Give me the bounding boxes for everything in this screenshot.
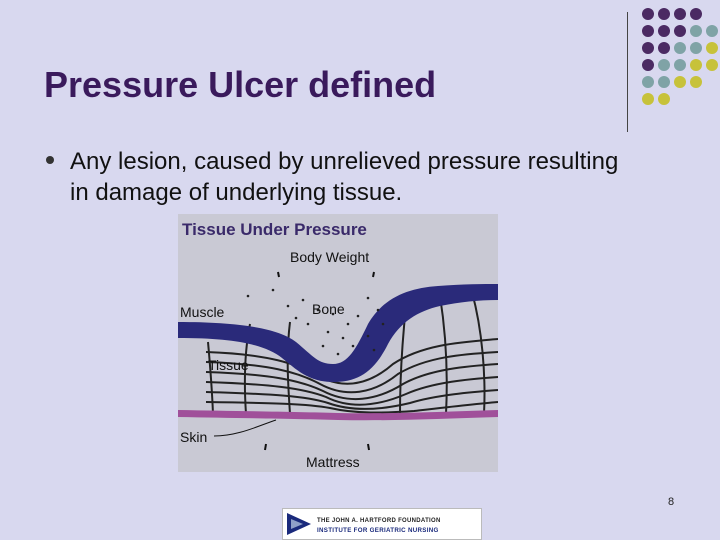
bullet-text: Any lesion, caused by unrelieved pressur… (70, 148, 619, 206)
deco-dot (642, 8, 654, 20)
hartford-foundation-logo: THE JOHN A. HARTFORD FOUNDATION INSTITUT… (282, 508, 482, 540)
label-mattress: Mattress (306, 454, 360, 470)
deco-dot (658, 93, 670, 105)
logo-line-1: THE JOHN A. HARTFORD FOUNDATION (317, 518, 441, 524)
deco-dot (658, 42, 670, 54)
deco-dot (642, 76, 654, 88)
tissue-under-pressure-figure: Tissue Under Pressure (178, 214, 498, 472)
label-skin: Skin (180, 429, 207, 445)
deco-dot (642, 25, 654, 37)
page-number: 8 (668, 496, 675, 508)
label-bone: Bone (312, 301, 345, 317)
deco-dot (642, 93, 654, 105)
bullet-dot-icon (46, 156, 54, 164)
deco-dot (658, 59, 670, 71)
skin-band (178, 410, 498, 421)
title-divider (627, 12, 628, 132)
deco-dot (690, 59, 702, 71)
tick-marks (264, 271, 375, 451)
deco-dot (690, 42, 702, 54)
deco-dot (690, 8, 702, 20)
deco-dot (642, 42, 654, 54)
deco-dot (658, 8, 670, 20)
deco-dot (658, 76, 670, 88)
deco-dot (674, 25, 686, 37)
deco-dot (674, 59, 686, 71)
logo-mark-icon (285, 511, 313, 537)
decorative-dot-grid (636, 8, 720, 108)
deco-dot (674, 42, 686, 54)
bone-speckles (246, 288, 385, 356)
logo-line-2: INSTITUTE FOR GERIATRIC NURSING (317, 527, 439, 534)
figure-title: Tissue Under Pressure (182, 220, 367, 239)
deco-dot (674, 76, 686, 88)
deco-dot (690, 25, 702, 37)
muscle-band (178, 284, 498, 382)
deco-dot (658, 25, 670, 37)
deco-dot (706, 25, 718, 37)
label-muscle: Muscle (180, 304, 225, 320)
deco-dot (706, 59, 718, 71)
bullet-item: Any lesion, caused by unrelieved pressur… (44, 146, 634, 208)
tissue-diagram: Tissue Under Pressure (178, 220, 498, 470)
tissue-vertical-lines (207, 291, 486, 415)
deco-dot (706, 42, 718, 54)
label-body-weight: Body Weight (290, 249, 369, 265)
slide-title: Pressure Ulcer defined (44, 64, 437, 105)
deco-dot (690, 76, 702, 88)
deco-dot (642, 59, 654, 71)
deco-dot (674, 8, 686, 20)
leader-lines (213, 419, 277, 437)
label-tissue: Tissue (208, 357, 249, 373)
